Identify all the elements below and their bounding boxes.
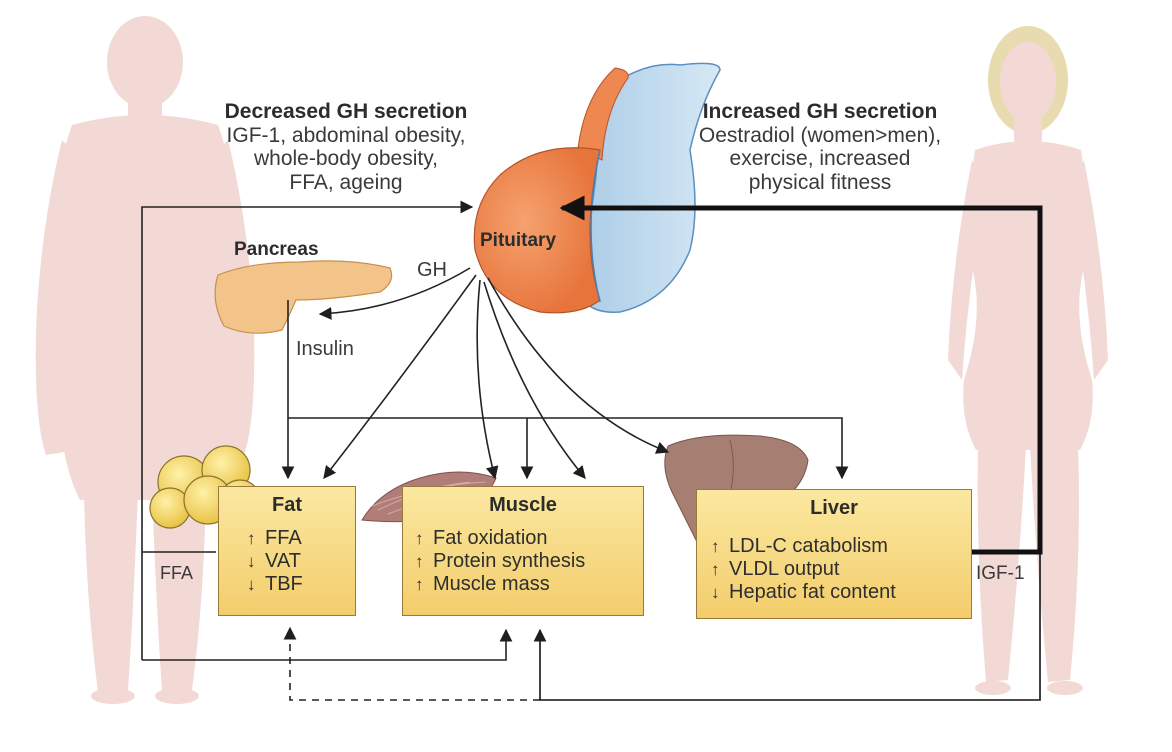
decreased-gh-block: Decreased GH secretion IGF-1, abdominal … — [198, 100, 494, 194]
insulin-label: Insulin — [296, 338, 354, 360]
effect-arrow: ↑ — [247, 529, 256, 548]
dashed-fat-loop — [283, 626, 540, 701]
decreased-line: FFA, ageing — [289, 170, 403, 194]
list-item: ↓ Hepatic fat content — [711, 581, 896, 604]
effect-text: LDL-C catabolism — [729, 535, 888, 557]
increased-line: Oestradiol (women>men), — [698, 123, 942, 147]
decreased-feedback-loop — [141, 200, 513, 661]
gh-label: GH — [417, 259, 447, 281]
right-body-silhouette — [948, 26, 1108, 695]
increased-heading: Increased GH secretion — [702, 100, 938, 123]
list-item: ↑ Fat oxidation — [415, 527, 585, 550]
liver-effects-list: ↑ LDL-C catabolism ↑ VLDL output ↓ Hepatic … — [711, 535, 896, 604]
fat-box: Fat ↑ FFA ↓ VAT ↓ TBF — [218, 486, 356, 616]
list-item: ↑ Protein synthesis — [415, 550, 585, 573]
effect-text: Muscle mass — [433, 573, 550, 595]
muscle-box-title: Muscle — [489, 494, 557, 516]
increased-line: exercise, increased — [729, 147, 911, 171]
effect-arrow: ↓ — [247, 552, 256, 571]
muscle-effects-list: ↑ Fat oxidation ↑ Protein synthesis ↑ Muscl… — [415, 527, 585, 596]
effect-arrow: ↑ — [415, 575, 424, 594]
igf1-label: IGF-1 — [976, 563, 1025, 584]
effect-text: VLDL output — [729, 558, 840, 580]
pancreas-organ — [214, 260, 393, 334]
list-item: ↑ FFA — [247, 527, 303, 550]
effect-text: TBF — [265, 573, 303, 595]
effect-arrow: ↑ — [711, 560, 720, 579]
liver-box: Liver ↑ LDL-C catabolism ↑ VLDL output ↓ He… — [696, 489, 972, 619]
effect-arrow: ↑ — [711, 537, 720, 556]
liver-box-title: Liver — [810, 497, 858, 519]
pancreas-label: Pancreas — [234, 239, 319, 260]
list-item: ↑ VLDL output — [711, 558, 896, 581]
gh-arrows — [318, 267, 670, 480]
pituitary-label: Pituitary — [480, 230, 557, 251]
effect-text: Fat oxidation — [433, 527, 548, 549]
decreased-heading: Decreased GH secretion — [224, 100, 468, 123]
decreased-line: whole-body obesity, — [253, 147, 439, 171]
pituitary-gland — [473, 62, 721, 314]
effect-text: Protein synthesis — [433, 550, 586, 572]
increased-line: physical fitness — [748, 170, 892, 194]
left-body-silhouette — [35, 16, 255, 704]
effect-arrow: ↓ — [247, 575, 256, 594]
decreased-line: IGF-1, abdominal obesity, — [226, 123, 466, 147]
list-item: ↑ LDL-C catabolism — [711, 535, 896, 558]
list-item: ↑ Muscle mass — [415, 573, 585, 596]
effect-arrow: ↑ — [415, 552, 424, 571]
effect-text: VAT — [265, 550, 301, 572]
muscle-box: Muscle ↑ Fat oxidation ↑ Protein synthesis… — [402, 486, 644, 616]
effect-arrow: ↑ — [415, 529, 424, 548]
fat-effects-list: ↑ FFA ↓ VAT ↓ TBF — [247, 527, 303, 596]
effect-text: Hepatic fat content — [729, 581, 896, 603]
insulin-arrows — [281, 300, 849, 480]
fat-box-title: Fat — [272, 494, 302, 516]
effect-arrow: ↓ — [711, 583, 720, 602]
list-item: ↓ TBF — [247, 573, 303, 596]
list-item: ↓ VAT — [247, 550, 303, 573]
effect-text: FFA — [265, 527, 302, 549]
increased-gh-block: Increased GH secretion Oestradiol (women… — [670, 100, 970, 194]
igf1-feedback-arrow — [533, 195, 1043, 701]
ffa-label: FFA — [160, 563, 194, 583]
